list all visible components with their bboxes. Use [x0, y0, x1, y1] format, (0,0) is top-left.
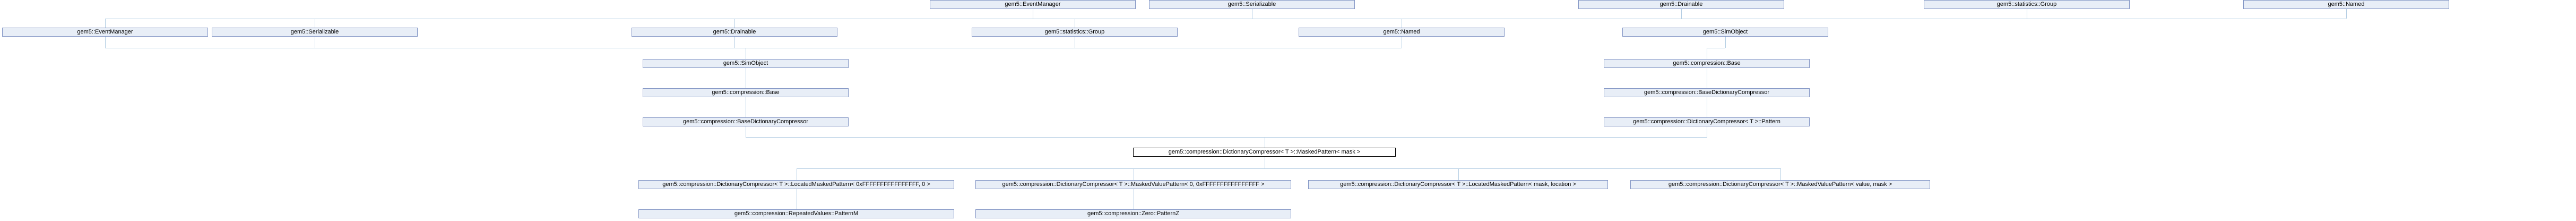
class-node[interactable]: gem5::compression::DictionaryCompressor<… [1630, 180, 1930, 189]
class-node[interactable]: gem5::Named [2243, 0, 2449, 9]
class-node[interactable]: gem5::EventManager [930, 0, 1136, 9]
inheritance-edge [1458, 168, 1459, 180]
class-node[interactable]: gem5::Named [1299, 28, 1505, 37]
inheritance-edge [105, 37, 106, 48]
inheritance-edge [1265, 137, 1707, 138]
inheritance-edge [1681, 9, 1682, 19]
class-node[interactable]: gem5::compression::Base [1604, 59, 1810, 68]
class-node[interactable]: gem5::compression::RepeatedValues::Patte… [638, 209, 954, 218]
class-node[interactable]: gem5::Drainable [632, 28, 837, 37]
class-node[interactable]: gem5::EventManager [2, 28, 208, 37]
inheritance-edge [734, 37, 735, 48]
inheritance-edge [2346, 9, 2347, 19]
class-node[interactable]: gem5::compression::Base [643, 88, 849, 97]
inheritance-edge [1780, 168, 1781, 180]
class-node[interactable]: gem5::Drainable [1578, 0, 1784, 9]
class-node[interactable]: gem5::Serializable [212, 28, 418, 37]
class-node[interactable]: gem5::statistics::Group [1924, 0, 2130, 9]
class-node[interactable]: gem5::compression::DictionaryCompressor<… [1308, 180, 1608, 189]
inheritance-edge [797, 168, 1265, 169]
inheritance-edge [734, 19, 735, 28]
inheritance-edge [1265, 168, 1780, 169]
inheritance-edge [1134, 168, 1265, 169]
class-node[interactable]: gem5::compression::DictionaryCompressor<… [1133, 148, 1396, 157]
class-node[interactable]: gem5::Serializable [1149, 0, 1355, 9]
class-node[interactable]: gem5::SimObject [1622, 28, 1828, 37]
class-node[interactable]: gem5::compression::BaseDictionaryCompres… [1604, 88, 1810, 97]
inheritance-edge [746, 137, 1265, 138]
inheritance-edge [1725, 37, 1726, 48]
class-node[interactable]: gem5::statistics::Group [972, 28, 1178, 37]
class-node[interactable]: gem5::compression::DictionaryCompressor<… [975, 180, 1291, 189]
class-node[interactable]: gem5::compression::Zero::PatternZ [975, 209, 1291, 218]
class-node[interactable]: gem5::compression::DictionaryCompressor<… [1604, 117, 1810, 126]
class-node[interactable]: gem5::compression::DictionaryCompressor<… [638, 180, 954, 189]
class-node[interactable]: gem5::compression::BaseDictionaryCompres… [643, 117, 849, 126]
inheritance-edge [105, 19, 106, 28]
class-node[interactable]: gem5::SimObject [643, 59, 849, 68]
